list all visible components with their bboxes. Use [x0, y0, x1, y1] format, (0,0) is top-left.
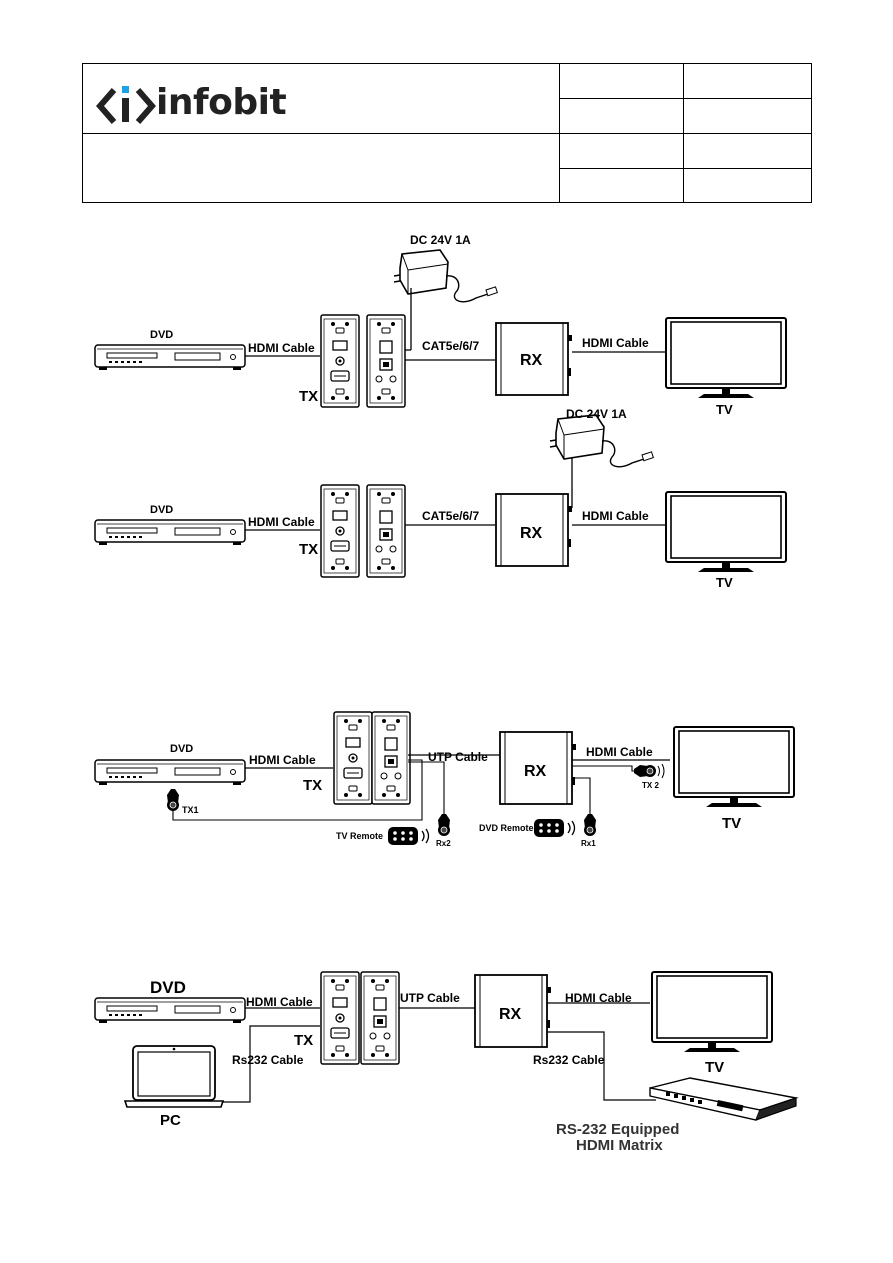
dvd-label: DVD [170, 743, 193, 755]
dvd-label: DVD [150, 504, 173, 516]
tx-plate-video-icon [334, 712, 372, 804]
dvd-remote-label: DVD Remote [479, 823, 534, 833]
tx2-label: TX 2 [642, 781, 659, 790]
hdmi-cable-label: HDMI Cable [586, 745, 653, 759]
matrix-label-line2: HDMI Matrix [576, 1137, 663, 1154]
matrix-label-line1: RS-232 Equipped [556, 1121, 679, 1138]
rs232-cable-line [220, 1025, 320, 1103]
diagram-ir-control: DVD HDMI Cable TX UTP Cable TX1 Rx2 TV R… [94, 700, 795, 848]
tv-label: TV [716, 402, 733, 417]
power-adapter-icon [393, 249, 499, 303]
tv-label: TV [705, 1059, 724, 1076]
rx-label: RX [499, 1006, 522, 1023]
dvd-remote-icon [533, 818, 576, 838]
utp-cable-label: UTP Cable [400, 991, 460, 1005]
tx-plate-usb-icon [367, 485, 405, 577]
brand-name: infobit [156, 82, 287, 123]
dvd-player-icon [94, 759, 246, 786]
ir-cable-line [408, 761, 445, 818]
header-table [82, 63, 812, 203]
diagram-rs232-control: DVD HDMI Cable TX Rs232 Cable PC UTP Cab… [94, 971, 799, 1154]
dvd-player-icon [94, 344, 246, 371]
tx-plate-video-icon [321, 972, 359, 1064]
tv-remote-icon [387, 826, 430, 846]
brand-logo: infobit [96, 80, 296, 130]
rx-label: RX [524, 763, 547, 780]
hdmi-cable-label: HDMI Cable [246, 995, 313, 1009]
pc-label: PC [160, 1112, 181, 1129]
infobit-logo-icon [96, 86, 156, 124]
tv-icon [665, 491, 787, 573]
header-divider [559, 168, 811, 170]
rx2-label: Rx2 [436, 839, 451, 848]
laptop-icon [123, 1045, 225, 1108]
tv-remote-label: TV Remote [336, 831, 383, 841]
utp-cable-label: UTP Cable [428, 750, 488, 764]
tx-label: TX [303, 777, 322, 794]
ir-cable-line [572, 777, 591, 818]
ir-receiver-icon [583, 813, 597, 837]
tx-label: TX [299, 541, 318, 558]
tx-plate-video-icon [321, 315, 359, 407]
rs232-cable-label: Rs232 Cable [232, 1053, 304, 1067]
header-divider [559, 98, 811, 100]
dvd-player-icon [94, 997, 246, 1024]
rs232-cable-label: Rs232 Cable [533, 1053, 605, 1067]
hdmi-cable-label: HDMI Cable [582, 509, 649, 523]
rx-label: RX [520, 352, 543, 369]
hdmi-matrix-icon [649, 1077, 799, 1121]
tv-label: TV [716, 575, 733, 590]
dvd-label: DVD [150, 329, 173, 341]
tx-plate-usb-icon [372, 712, 410, 804]
hdmi-cable-label: HDMI Cable [582, 336, 649, 350]
diagram-tx-powered: DVD HDMI Cable TX DC 24V 1A CAT5e/6/7 RX… [94, 233, 787, 417]
power-adapter-icon [549, 414, 655, 468]
tv-icon [673, 726, 795, 808]
cat-cable-label: CAT5e/6/7 [422, 509, 479, 523]
tx-label: TX [299, 388, 318, 405]
hdmi-cable-label: HDMI Cable [248, 515, 315, 529]
hdmi-cable-label: HDMI Cable [249, 753, 316, 767]
hdmi-cable-label: HDMI Cable [248, 341, 315, 355]
tx-plate-usb-icon [361, 972, 399, 1064]
tv-icon [651, 971, 773, 1053]
ir-receiver-icon [437, 813, 451, 837]
tv-label: TV [722, 815, 741, 832]
ir-cable-line [172, 759, 423, 821]
ir-emitter-icon [166, 788, 180, 812]
tx-plate-usb-icon [367, 315, 405, 407]
cat-cable-label: CAT5e/6/7 [422, 339, 479, 353]
hdmi-cable-label: HDMI Cable [565, 991, 632, 1005]
tx1-label: TX1 [182, 805, 199, 815]
header-divider [83, 133, 811, 135]
dvd-player-icon [94, 519, 246, 546]
ir-emitter-icon [633, 764, 657, 778]
ir-cable-line [572, 765, 644, 772]
rs232-cable-line [547, 1031, 656, 1101]
dvd-label: DVD [150, 978, 186, 997]
power-label: DC 24V 1A [410, 233, 471, 247]
power-label: DC 24V 1A [566, 407, 627, 421]
tx-plate-video-icon [321, 485, 359, 577]
tv-icon [665, 317, 787, 399]
diagram-rx-powered: DVD HDMI Cable TX CAT5e/6/7 DC 24V 1A RX… [94, 407, 787, 590]
rx1-label: Rx1 [581, 839, 596, 848]
tx-label: TX [294, 1032, 313, 1049]
ir-signal-icon [657, 763, 665, 779]
rx-label: RX [520, 525, 543, 542]
